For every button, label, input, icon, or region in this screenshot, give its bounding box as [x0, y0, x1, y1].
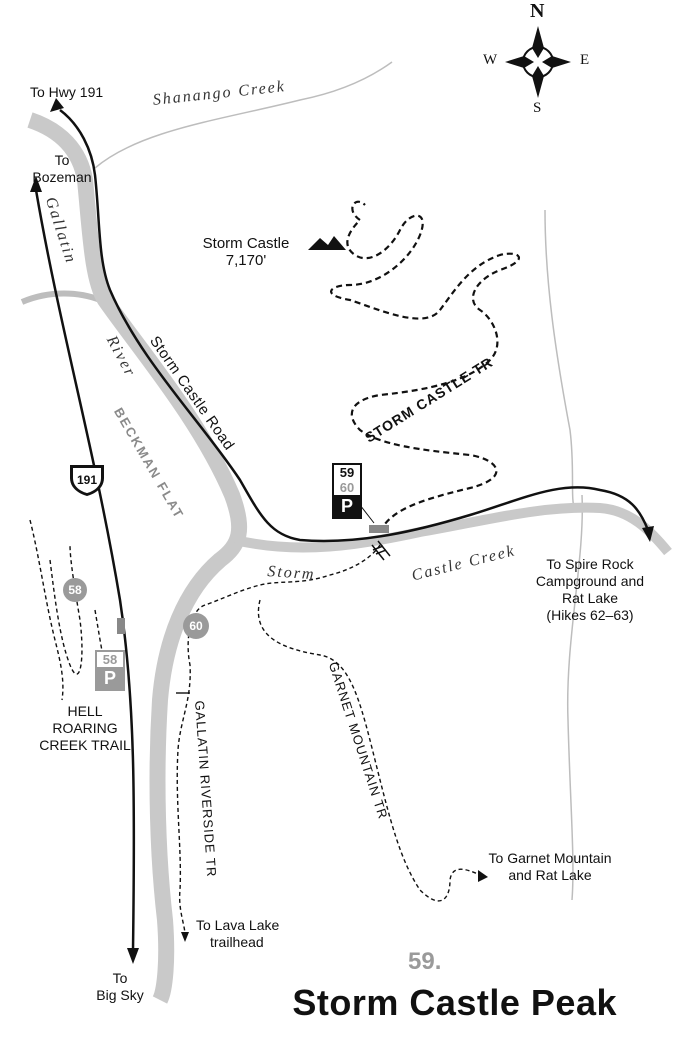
garnet-mountain-trail-line	[257, 599, 481, 902]
highway-south-arrowhead	[127, 948, 139, 964]
garnet-line-2: and Rat Lake	[508, 867, 592, 883]
to-garnet-label: To Garnet Mountain and Rat Lake	[480, 850, 620, 884]
gallatin-river	[27, 112, 248, 1004]
parking-hike-60: 60	[339, 480, 355, 495]
to-spire-rock-label: To Spire Rock Campground and Rat Lake (H…	[525, 556, 655, 624]
to-bozeman-label: To Bozeman	[20, 152, 104, 186]
parking-box-59-60: 59 60 P	[332, 463, 362, 519]
gallatin-riverside-trail-line	[176, 544, 381, 936]
bridge-icon	[371, 540, 391, 561]
to-lava-lake-label: To Lava Lake trailhead	[196, 917, 279, 951]
side-creek-line	[544, 209, 576, 511]
spire-line-1: To Spire Rock	[546, 556, 634, 572]
highway-191-line	[34, 189, 136, 951]
storm-castle-trail-line	[329, 200, 521, 533]
parking-p-icon: P	[334, 495, 360, 517]
hike-title: Storm Castle Peak	[292, 982, 617, 1023]
road-north-arrowhead	[50, 98, 64, 112]
compass-west-label: W	[483, 52, 498, 68]
hell-roaring-line-2: ROARING	[52, 720, 118, 736]
spire-creek-line	[566, 494, 584, 901]
highway-north-arrowhead	[30, 176, 42, 192]
spire-line-2: Campground and	[535, 573, 645, 589]
storm-castle-creek	[233, 502, 672, 556]
lava-line-2: trailhead	[210, 934, 264, 950]
storm-castle-summit-icon	[308, 236, 346, 250]
hell-roaring-trail-label: HELL ROARING CREEK TRAIL	[20, 703, 150, 754]
hell-roaring-trailhead-marker	[117, 618, 125, 634]
shanango-creek-line	[94, 61, 393, 169]
parking-58-p-icon: P	[97, 667, 123, 689]
hell-roaring-creek-line	[20, 290, 102, 305]
hell-roaring-line-1: HELL	[67, 703, 103, 719]
spire-line-3: Rat Lake	[561, 590, 619, 606]
trailhead-marker	[369, 525, 389, 533]
summit-name: Storm Castle	[202, 235, 290, 252]
big-sky-line-1: To	[112, 970, 128, 986]
road-east-arrowhead	[642, 526, 654, 542]
parking-leader-line	[359, 504, 375, 524]
compass-south-label: S	[533, 100, 542, 116]
compass-rose-icon	[505, 26, 571, 98]
to-bozeman-line-1: To	[54, 152, 70, 168]
summit-elevation: 7,170'	[225, 252, 267, 269]
parking-hike-59: 59	[339, 465, 355, 480]
hike-number: 59.	[408, 948, 442, 975]
hell-roaring-line-3: CREEK TRAIL	[39, 737, 131, 753]
compass-east-label: E	[580, 52, 590, 68]
lava-lake-arrowhead	[181, 932, 189, 942]
compass-north-label: N	[530, 0, 545, 22]
hike-60-badge: 60	[183, 613, 209, 639]
parking-hike-58: 58	[102, 652, 118, 667]
us-191-shield	[70, 465, 104, 496]
garnet-arrowhead	[478, 870, 488, 882]
spire-line-4: (Hikes 62–63)	[546, 607, 634, 623]
big-sky-line-2: Big Sky	[96, 987, 144, 1003]
to-bozeman-line-2: Bozeman	[32, 169, 92, 185]
parking-box-58: 58 P	[95, 650, 125, 691]
storm-castle-road-line	[59, 109, 650, 543]
garnet-line-1: To Garnet Mountain	[488, 850, 612, 866]
storm-castle-summit-label: Storm Castle 7,170'	[190, 235, 302, 269]
storm-creek-label: Storm	[266, 563, 317, 584]
to-big-sky-label: To Big Sky	[80, 970, 160, 1004]
hike-58-badge: 58	[63, 578, 87, 602]
lava-line-1: To Lava Lake	[196, 917, 280, 933]
to-hwy-191-label: To Hwy 191	[30, 84, 104, 100]
us-191-shield-number: 191	[77, 473, 97, 487]
